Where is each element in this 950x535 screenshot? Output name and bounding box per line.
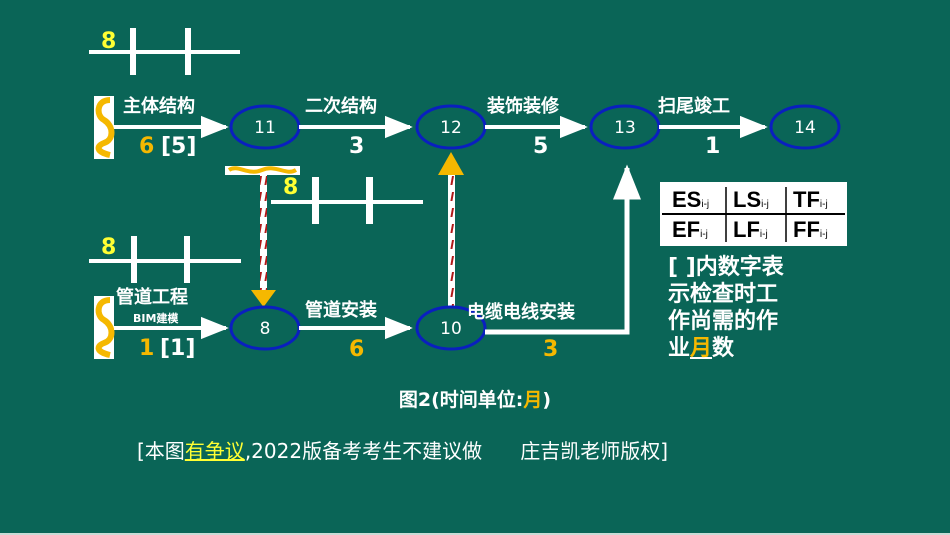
activity-label-pipeline-works: 管道工程 <box>116 286 188 308</box>
legend-table: ESi-j LSi-j TFi-j EFi-j LFi-j FFi-j <box>660 182 847 246</box>
activity-duration-decoration: 5 <box>533 134 548 159</box>
node-8[interactable]: 8 <box>229 305 301 351</box>
check-marker-1: 8 <box>89 28 240 75</box>
check-marker-label: 8 <box>101 29 116 54</box>
dependency-start-wave-icon <box>225 166 300 175</box>
activity-duration-secondary-structure: 3 <box>349 134 364 159</box>
note-unit-highlight: 月 <box>690 336 713 361</box>
logic-link-hatched <box>260 175 267 290</box>
note-line: 业月数 <box>668 336 735 361</box>
activity-sublabel-bim: BIM建模 <box>133 311 179 325</box>
activity-label-cable-install: 电缆电线安装 <box>467 301 575 323</box>
activity-remaining-pipeline-works: [1] <box>160 336 195 361</box>
check-marker-label: 8 <box>283 175 298 200</box>
node-12[interactable]: 12 <box>415 104 487 150</box>
note-line: [ ]内数字表 <box>668 255 784 280</box>
activity-duration-pipeline-install: 6 <box>349 337 364 362</box>
note-line: 作尚需的作 <box>668 309 779 334</box>
check-marker-label: 8 <box>101 235 116 260</box>
note-line: 示检查时工 <box>668 282 779 307</box>
svg-text:10: 10 <box>440 319 462 339</box>
activity-duration-closeout: 1 <box>705 134 720 159</box>
svg-text:12: 12 <box>440 118 462 138</box>
svg-text:14: 14 <box>794 118 816 138</box>
svg-text:13: 13 <box>614 118 636 138</box>
bracket-note: [ ]内数字表 示检查时工 作尚需的作 业月数 <box>668 254 853 362</box>
legend-grid-lines <box>662 187 845 242</box>
legend-lf: LFi-j <box>733 217 768 242</box>
figure-caption: 图2(时间单位:月) <box>398 389 552 411</box>
svg-text:11: 11 <box>254 118 276 138</box>
activity-label-secondary-structure: 二次结构 <box>305 95 377 117</box>
node-10[interactable]: 10 <box>415 305 487 351</box>
legend-ff: FFi-j <box>793 217 828 242</box>
logic-link-hatched <box>448 174 455 308</box>
activity-duration-main-structure: 6 <box>139 134 154 159</box>
node-14[interactable]: 14 <box>769 104 841 150</box>
bottom-divider <box>0 533 950 535</box>
legend-ef: EFi-j <box>672 217 708 242</box>
svg-text:8: 8 <box>260 319 271 339</box>
arrow-down-icon <box>251 290 276 307</box>
activity-label-main-structure: 主体结构 <box>123 95 195 117</box>
node-13[interactable]: 13 <box>589 104 661 150</box>
node-11[interactable]: 11 <box>229 104 301 150</box>
check-marker-3: 8 <box>89 235 241 283</box>
legend-es: ESi-j <box>672 187 710 212</box>
start-marker-wave-icon <box>94 96 115 159</box>
caption-unit: 月 <box>523 389 543 411</box>
activity-label-pipeline-install: 管道安装 <box>305 299 377 321</box>
disclaimer-highlight: 有争议 <box>184 439 245 463</box>
legend-tf: TFi-j <box>793 187 828 212</box>
start-marker-wave-icon <box>94 296 115 359</box>
check-marker-2: 8 <box>271 175 423 224</box>
activity-duration-pipeline-works: 1 <box>139 336 154 361</box>
activity-label-decoration: 装饰装修 <box>487 95 560 117</box>
arrow-up-icon <box>438 152 464 175</box>
legend-ls: LSi-j <box>733 187 769 212</box>
disclaimer-text: [本图有争议,2022版备考考生不建议做 庄吉凯老师版权] <box>137 439 669 463</box>
activity-remaining-main-structure: [5] <box>161 134 196 159</box>
activity-duration-cable-install: 3 <box>543 337 558 362</box>
activity-label-closeout: 扫尾竣工 <box>658 95 730 117</box>
